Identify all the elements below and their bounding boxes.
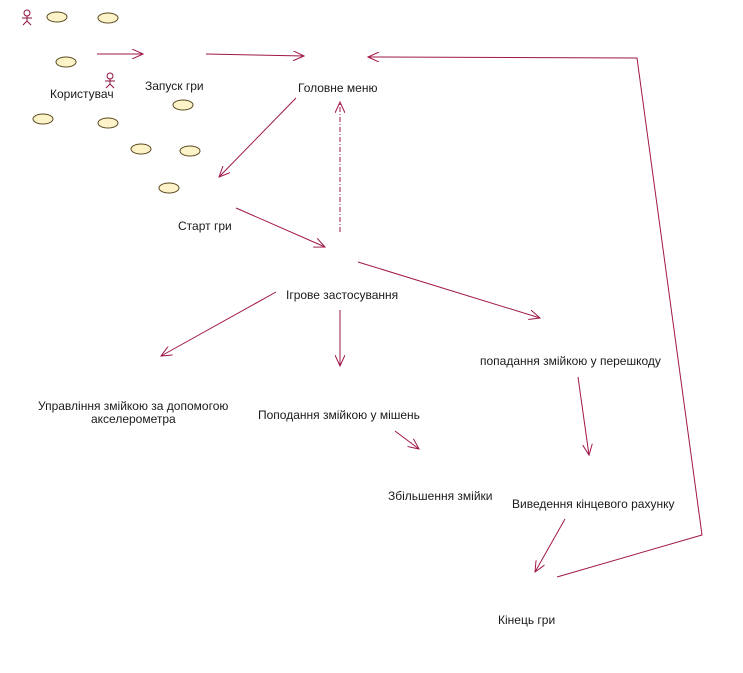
use-case-start: Старт гри — [178, 219, 232, 233]
use-case-ellipse-icon — [46, 11, 68, 23]
arrow-score-to-end — [535, 518, 566, 572]
use-case-hit-obstacle: попадання змійкою у перешкоду — [480, 354, 661, 368]
use-case-ellipse-icon — [32, 113, 54, 125]
arrow-gameplay-to-obstacle — [357, 261, 540, 318]
use-case-ellipse-icon — [97, 117, 119, 129]
use-case-launch: Запуск гри — [145, 79, 204, 93]
use-case-hit-target: Поподання змійкою у мішень — [258, 408, 420, 422]
use-case-gameplay: Ігрове застосування — [286, 288, 399, 302]
arrow-menu-to-start — [219, 97, 297, 177]
actor-icon — [22, 9, 32, 26]
arrow-end-to-menu — [368, 57, 703, 578]
actor-label-user: Користувач — [50, 87, 114, 101]
use-case-ellipse-icon — [179, 145, 201, 157]
arrow-launch-to-menu — [205, 54, 304, 56]
use-case-ellipse-icon — [130, 143, 152, 155]
use-case-ellipse-icon — [97, 12, 119, 24]
arrow-target-to-grow — [394, 430, 419, 449]
use-case-game-over: Кінець гри — [498, 613, 556, 627]
use-case-final-score: Виведення кінцевого рахунку — [512, 497, 675, 511]
arrow-gameplay-to-control — [161, 291, 277, 356]
use-case-control-line2: акселерометра — [91, 412, 176, 426]
actor-icon — [105, 72, 115, 89]
use-case-ellipse-icon — [55, 56, 77, 68]
use-case-grow: Збільшення змійки — [388, 489, 493, 503]
use-case-main-menu: Головне меню — [298, 81, 378, 95]
arrow-start-to-gameplay — [235, 207, 325, 247]
use-case-control-line1: Управління змійкою за допомогою — [38, 399, 229, 413]
use-case-ellipse-icon — [158, 182, 180, 194]
arrow-obstacle-to-score — [577, 376, 589, 455]
use-case-ellipse-icon — [172, 99, 194, 111]
